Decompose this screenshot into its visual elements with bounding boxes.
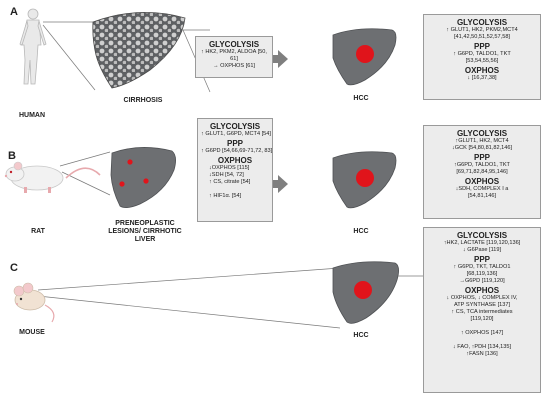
info-box-a-right: GLYCOLYSIS ↑ GLUT1, HK2, PKM2,MCT4 [41,4… bbox=[423, 14, 541, 100]
info-box-a-middle: GLYCOLYSIS ↑ HK2, PKM2, ALDOA [50, 61] →… bbox=[195, 36, 273, 78]
section-line: →G6PD [119,120] bbox=[459, 278, 505, 284]
section-header: OXPHOS bbox=[464, 177, 500, 186]
hcc-label-a: HCC bbox=[353, 95, 369, 102]
rat-icon bbox=[4, 161, 101, 193]
section-line: ↑ CS, citrate [54] bbox=[209, 179, 251, 185]
section-spacer bbox=[427, 337, 537, 344]
section-line: ↓ G6Pase [119] bbox=[462, 247, 502, 253]
section-line: ↑ G6PD, TALDO1, TKT bbox=[453, 51, 511, 57]
section-line: ↓OXPHOS [115] bbox=[209, 165, 250, 171]
section-line: [68,119,136] bbox=[466, 271, 498, 277]
section-line: ↑ GLUT1, HK2, PKM2,MCT4 bbox=[446, 27, 518, 33]
section-line: ↑ GLUT1, G6PD, MCT4 [54] bbox=[201, 131, 271, 137]
section-header: PPP bbox=[226, 139, 243, 148]
tumor-icon bbox=[356, 45, 374, 63]
preneoplastic-liver-icon bbox=[110, 147, 176, 208]
section-line: ↓ [16,37,38] bbox=[467, 75, 497, 81]
section-line: ↑HK2, LACTATE [119,120,136] bbox=[443, 240, 521, 246]
section-line: ↑ G6PD, TKT, TALDO1 bbox=[453, 264, 511, 270]
lesion-icon bbox=[119, 181, 125, 187]
cirrhotic-liver-icon bbox=[92, 12, 186, 89]
arrow-icon bbox=[268, 50, 288, 68]
section-line: ↓SDH [54, 72] bbox=[209, 172, 244, 178]
section-spacer bbox=[427, 323, 537, 330]
section-line: [41,42,50,51,52,57,58] bbox=[454, 34, 510, 40]
section-line: ↑ HIF1α. [54] bbox=[209, 193, 242, 199]
info-box-b-right: GLYCOLYSIS ↑GLUT1, HK2, MCT4 ↓GCK [54,80… bbox=[423, 125, 541, 219]
section-header: GLYCOLYSIS bbox=[456, 231, 508, 240]
section-line: ↓ OXPHOS, ↓ COMPLEX IV, bbox=[446, 295, 518, 301]
section-line: ↓SDH, COMPLEX I a bbox=[455, 186, 509, 192]
section-header: GLYCOLYSIS bbox=[208, 40, 260, 49]
tumor-icon bbox=[356, 169, 374, 187]
lesion-icon bbox=[143, 178, 149, 184]
hcc-label-c: HCC bbox=[353, 332, 369, 339]
section-header: PPP bbox=[473, 255, 490, 264]
section-line: ↑G6PD, TALDO1, TKT bbox=[454, 162, 510, 168]
species-label-mouse: MOUSE bbox=[19, 329, 45, 336]
section-header: GLYCOLYSIS bbox=[209, 122, 261, 131]
info-box-b-middle: GLYCOLYSIS ↑ GLUT1, G6PD, MCT4 [54] PPP … bbox=[197, 118, 273, 222]
section-line: [69,71,82,84,95,146] bbox=[456, 169, 508, 175]
section-line: ↓ FAO, ↑PDH [134,135] bbox=[452, 344, 512, 350]
section-header: OXPHOS bbox=[464, 66, 500, 75]
mouse-icon bbox=[13, 282, 55, 323]
section-line: [53,54,55,56] bbox=[465, 58, 499, 64]
section-line: ↑GLUT1, HK2, MCT4 bbox=[455, 138, 509, 144]
section-line: [119,120] bbox=[470, 316, 494, 322]
section-header: GLYCOLYSIS bbox=[456, 129, 508, 138]
section-line: 61] bbox=[230, 56, 238, 62]
section-line: ATP SYNTHASE [137] bbox=[453, 302, 511, 308]
panel-letter-b: B bbox=[8, 150, 16, 162]
section-line: ↑ OXPHOS [147] bbox=[460, 330, 504, 336]
tumor-icon bbox=[354, 281, 372, 299]
arrow-icon bbox=[268, 175, 288, 193]
section-line: ↑ HK2, PKM2, ALDOA [50, bbox=[201, 49, 267, 55]
section-header: OXPHOS bbox=[464, 286, 500, 295]
section-line: ↑FASN [136] bbox=[466, 351, 498, 357]
section-line: ↓GCK [54,80,81,82,146] bbox=[451, 145, 513, 151]
section-line: → OXPHOS [61] bbox=[213, 63, 255, 69]
panel-letter-a: A bbox=[10, 6, 18, 18]
lesion-icon bbox=[127, 159, 133, 165]
species-label-rat: RAT bbox=[31, 228, 45, 235]
info-box-c-right: GLYCOLYSIS ↑HK2, LACTATE [119,120,136] ↓… bbox=[423, 227, 541, 393]
species-label-human: HUMAN bbox=[18, 112, 46, 119]
preneoplastic-label: PRENEOPLASTIC LESIONS/ CIRRHOTIC LIVER bbox=[108, 220, 182, 243]
panel-letter-c: C bbox=[10, 262, 18, 274]
section-line: ↑ CS, TCA intermediates bbox=[451, 309, 513, 315]
section-header: GLYCOLYSIS bbox=[456, 18, 508, 27]
hcc-label-b: HCC bbox=[353, 228, 369, 235]
cirrhosis-label: CIRRHOSIS bbox=[123, 97, 163, 104]
section-header: OXPHOS bbox=[217, 156, 253, 165]
section-header: PPP bbox=[473, 42, 490, 51]
section-spacer bbox=[201, 186, 269, 193]
human-figure-icon bbox=[19, 8, 47, 85]
section-header: PPP bbox=[473, 153, 490, 162]
section-line: [54,81,146] bbox=[468, 193, 496, 199]
section-line: ↑ G6PD [54,66,69-71,72, 83] bbox=[201, 148, 273, 154]
